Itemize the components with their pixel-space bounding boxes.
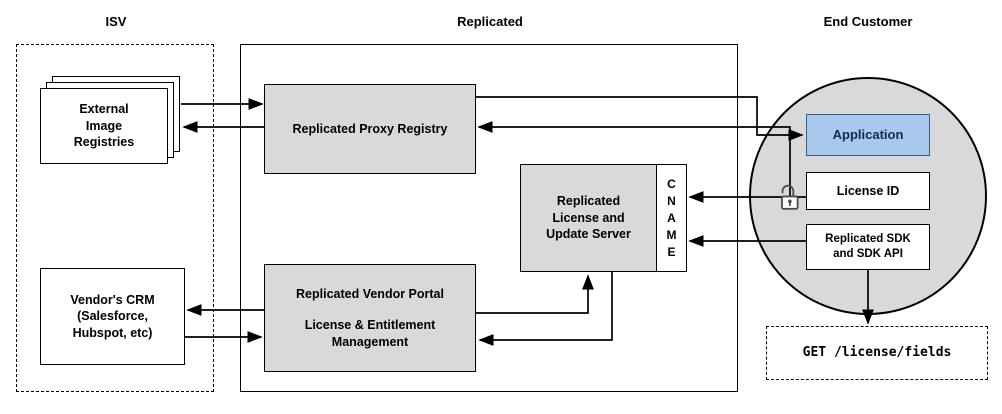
license-update-server-box: Replicated License and Update Server [520, 164, 657, 272]
proxy-registry-label: Replicated Proxy Registry [292, 121, 448, 136]
license-server-label-line: Update Server [546, 227, 631, 242]
arrow-license-to-proxy [477, 121, 791, 197]
license-id-box: License ID [806, 172, 930, 210]
vendor-portal-box: Replicated Vendor Portal License & Entit… [264, 264, 476, 372]
cname-letter: E [667, 245, 676, 259]
license-server-label-line: License and [552, 210, 625, 225]
application-label: Application [832, 127, 904, 143]
proxy-registry-box: Replicated Proxy Registry [264, 84, 476, 174]
cname-letter: N [667, 194, 676, 208]
vendor-crm-box: Vendor's CRM (Salesforce, Hubspot, etc) [40, 268, 185, 365]
portal-sub-line: Management [331, 334, 409, 349]
cname-letter: C [667, 177, 676, 191]
portal-sub-line: License & Entitlement [304, 318, 436, 333]
header-isv: ISV [105, 14, 127, 29]
cname-letter: A [667, 211, 676, 225]
cname-letter: M [666, 228, 677, 242]
license-server-label-line: Replicated [556, 194, 621, 209]
get-license-fields-box: GET /license/fields [766, 326, 988, 380]
sdk-label-line: Replicated SDK [825, 232, 911, 245]
cname-box: C N A M E [656, 164, 687, 272]
arrow-proxy-to-application [476, 96, 804, 141]
spacer [296, 302, 444, 317]
sdk-label-line: and SDK API [833, 248, 903, 260]
vendor-portal-title: Replicated Vendor Portal [296, 286, 444, 301]
crm-label-line: Hubspot, etc) [72, 325, 153, 340]
header-replicated: Replicated [457, 14, 523, 29]
header-end-customer: End Customer [823, 14, 913, 29]
replicated-sdk-box: Replicated SDK and SDK API [806, 224, 930, 270]
crm-label-line: (Salesforce, [77, 309, 148, 324]
api-call-label: GET /license/fields [802, 345, 952, 361]
arrow-server-to-portal [478, 272, 613, 346]
registries-label-line: External [79, 102, 129, 117]
registries-label-line: Image [85, 118, 123, 133]
registry-card-front: External Image Registries [40, 88, 168, 164]
isv-region [16, 44, 214, 392]
replicated-region [240, 44, 738, 392]
unlock-icon [775, 182, 803, 218]
application-box: Application [806, 114, 930, 156]
crm-label-line: Vendor's CRM [70, 292, 155, 307]
registries-label-line: Registries [73, 135, 135, 150]
license-id-label: License ID [836, 183, 900, 198]
arrow-portal-to-server [476, 274, 594, 314]
